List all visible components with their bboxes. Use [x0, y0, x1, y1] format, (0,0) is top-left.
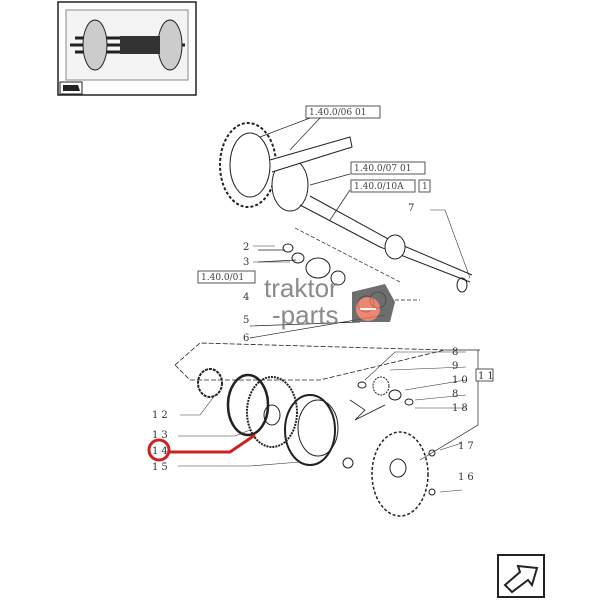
ref-box[interactable]: 1 — [418, 179, 431, 193]
svg-text:1.40.0/07 01: 1.40.0/07 01 — [354, 164, 411, 174]
callout-15[interactable]: 15 — [152, 462, 171, 473]
overview-thumbnail[interactable] — [57, 1, 197, 96]
callout-2[interactable]: 2 — [243, 242, 252, 253]
svg-text:1.40.0/01: 1.40.0/01 — [201, 273, 244, 283]
callout-17[interactable]: 17 — [458, 441, 477, 452]
ref-box[interactable]: 1.40.0/01 — [197, 270, 256, 284]
svg-text:14: 14 — [152, 446, 171, 457]
callout-4[interactable]: 4 — [243, 292, 252, 303]
ref-box[interactable]: 1.40.0/07 01 — [350, 161, 426, 175]
callout-8[interactable]: 8 — [452, 347, 461, 358]
ref-box[interactable]: 1.40.0/10A — [350, 179, 416, 193]
callout-16[interactable]: 16 — [458, 472, 477, 483]
callout-10[interactable]: 10 — [452, 375, 471, 386]
svg-text:11: 11 — [478, 371, 497, 382]
callout-11-box[interactable]: 11 — [475, 368, 497, 382]
watermark-logo: traktor -parts — [264, 273, 395, 330]
svg-text:traktor: traktor — [264, 273, 338, 303]
callout-13[interactable]: 13 — [152, 430, 171, 441]
callout-6[interactable]: 6 — [243, 333, 252, 344]
planetary-gear — [174, 342, 480, 517]
callout-12[interactable]: 12 — [152, 410, 171, 421]
svg-text:1.40.0/06 01: 1.40.0/06 01 — [309, 108, 366, 118]
callout-3[interactable]: 3 — [243, 257, 252, 268]
next-page-button[interactable] — [497, 554, 545, 598]
arrow-icon — [503, 564, 539, 594]
callout-5[interactable]: 5 — [243, 315, 252, 326]
callout-18[interactable]: 18 — [452, 403, 471, 414]
svg-text:-parts: -parts — [272, 300, 338, 330]
svg-text:1: 1 — [422, 182, 428, 192]
highlight-callout-14[interactable]: 14 — [147, 433, 256, 462]
callouts — [178, 209, 471, 493]
bearing-parts — [249, 227, 420, 339]
callout-7[interactable]: 7 — [408, 203, 417, 214]
book-icon — [63, 85, 80, 91]
callout-9[interactable]: 9 — [452, 361, 461, 372]
crown-wheel — [219, 117, 473, 293]
ref-box[interactable]: 1.40.0/06 01 — [305, 105, 381, 119]
callout-8b[interactable]: 8 — [452, 389, 461, 400]
svg-text:1.40.0/10A: 1.40.0/10A — [354, 182, 404, 192]
